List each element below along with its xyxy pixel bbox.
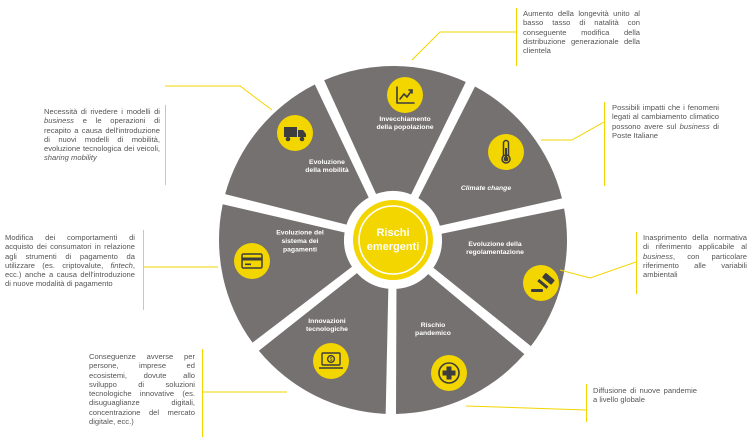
thermometer-icon — [488, 134, 524, 170]
desc-climate: Possibili impatti che i fenomeni legati … — [612, 103, 719, 140]
bracket-pagamenti — [143, 230, 144, 310]
bracket-regolamentazione — [636, 232, 637, 294]
desc-pagamenti: Modifica dei comportamenti di acquisto d… — [5, 233, 135, 289]
desc-text-part: Conseguenze avverse per persone, imprese… — [89, 352, 195, 427]
center-title-line2: emergenti — [367, 241, 420, 253]
desc-text-part: , ecc.) anche a causa dell'introduzione … — [5, 260, 135, 289]
desc-mobilita: Necessità di rivedere i modelli di busin… — [44, 107, 160, 163]
delivery-truck-icon — [277, 115, 313, 151]
center-hub: Rischi emergenti — [348, 195, 438, 285]
segment-pagamenti — [219, 204, 352, 343]
segment-regolamentazione — [433, 208, 567, 347]
desc-text-part: business — [679, 121, 710, 131]
svg-text:$: $ — [330, 357, 333, 363]
desc-text-part: Modifica dei comportamenti di acquisto d… — [5, 233, 135, 270]
connector-pandemico — [465, 405, 587, 411]
desc-text-part: Aumento della longevità unito al basso t… — [523, 9, 640, 56]
desc-text-part: , con particolare riferimento alle varia… — [643, 251, 747, 280]
desc-text-part: fintech — [110, 260, 133, 270]
bracket-mobilita — [165, 105, 166, 185]
bracket-climate — [604, 102, 605, 186]
bracket-invecchiamento — [516, 8, 517, 66]
connector-mobilita — [165, 85, 273, 111]
desc-regolamentazione: Inasprimento della normativa di riferime… — [643, 233, 747, 279]
connector-invecchiamento — [411, 31, 516, 61]
center-title-line1: Rischi — [376, 227, 409, 239]
segment-label-climate: Climate change — [461, 185, 511, 192]
desc-text-part: Possibili impatti che i fenomeni legati … — [612, 103, 719, 131]
medical-cross-icon — [431, 355, 467, 391]
desc-text-part: business — [44, 116, 74, 126]
desc-text-part: Diffusione di nuove pandemie a livello g… — [593, 386, 697, 405]
bracket-pandemico — [586, 384, 587, 422]
gavel-icon — [523, 265, 559, 301]
segment-innovazioni — [258, 273, 389, 414]
chart-trend-icon — [387, 77, 423, 113]
desc-text-part: Inasprimento della normativa di riferime… — [643, 233, 747, 252]
laptop-dollar-icon: $ — [313, 343, 349, 379]
segment-invecchiamento — [324, 66, 466, 195]
segment-mobilita — [225, 84, 369, 225]
connector-climate — [541, 121, 605, 141]
desc-text-part: e le operazioni di recapito a causa dell… — [44, 116, 160, 154]
desc-invecchiamento: Aumento della longevità unito al basso t… — [523, 9, 640, 55]
desc-pandemico: Diffusione di nuove pandemie a livello g… — [593, 386, 697, 405]
desc-text-part: di Poste Italiane — [612, 121, 719, 140]
desc-text-part: sharing mobility — [44, 153, 97, 163]
desc-text-part: business — [643, 251, 673, 261]
segment-pandemico — [395, 274, 525, 414]
desc-innovazioni: Conseguenze avverse per persone, imprese… — [89, 352, 195, 426]
connector-regolamentazione — [559, 261, 637, 279]
credit-card-icon — [234, 243, 270, 279]
bracket-innovazioni — [202, 349, 203, 437]
desc-text-part: Necessità di rivedere i modelli di — [44, 107, 160, 116]
